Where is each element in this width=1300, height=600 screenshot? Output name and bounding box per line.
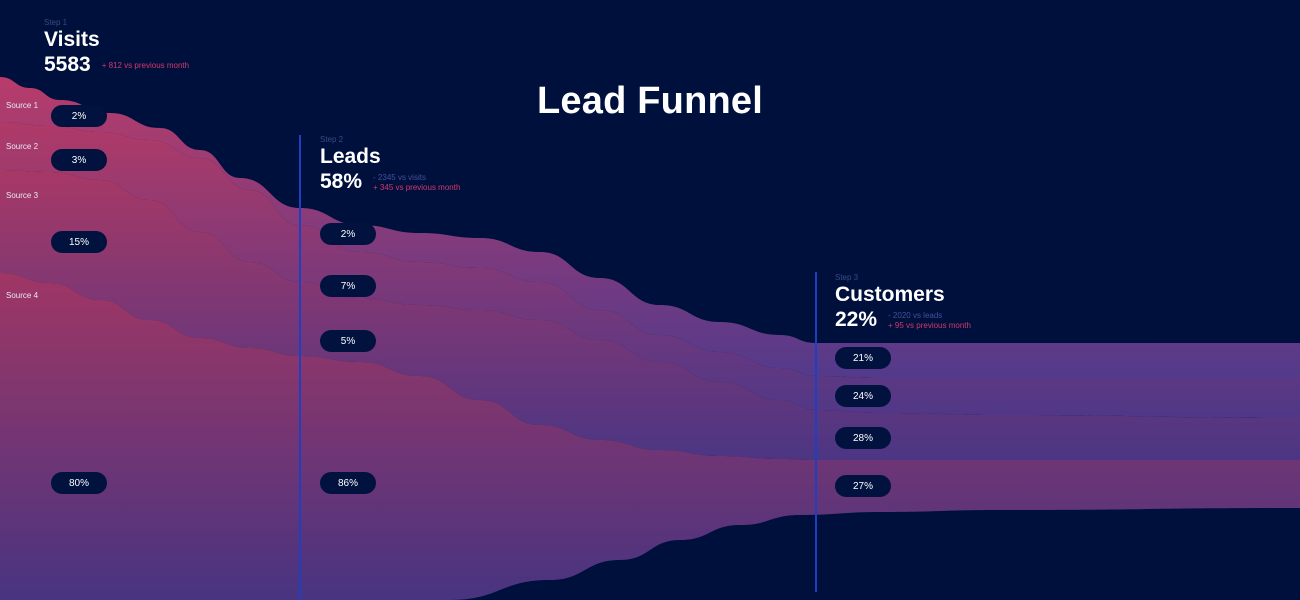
step-label: Step 2 bbox=[320, 135, 344, 144]
funnel-band-source-3 bbox=[0, 170, 1300, 460]
step-name: Customers bbox=[835, 283, 945, 306]
value-pill: 7% bbox=[320, 275, 376, 297]
step-note: + 95 vs previous month bbox=[888, 321, 971, 330]
source-label-3: Source 3 bbox=[6, 191, 39, 200]
source-label-2: Source 2 bbox=[6, 142, 39, 151]
source-label-4: Source 4 bbox=[6, 291, 39, 300]
value-pill: 5% bbox=[320, 330, 376, 352]
step-visits: Step 1 Visits 5583 + 812 vs previous mon… bbox=[44, 18, 189, 78]
value-pill: 15% bbox=[51, 231, 107, 253]
value-pill: 2% bbox=[51, 105, 107, 127]
step-value: 58% bbox=[320, 170, 363, 193]
step-customers: Step 3 Customers 22% - 2020 vs leads + 9… bbox=[835, 273, 971, 333]
funnel-band-source-4 bbox=[0, 273, 1300, 600]
step-note: - 2020 vs leads bbox=[888, 311, 943, 320]
step-label: Step 3 bbox=[835, 273, 859, 282]
value-pill: 86% bbox=[320, 472, 376, 494]
funnel-band-source-1 bbox=[0, 77, 1300, 378]
step-leads: Step 2 Leads 58% - 2345 vs visits + 345 … bbox=[320, 135, 460, 195]
step-label: Step 1 bbox=[44, 18, 68, 27]
funnel-band-source-2 bbox=[0, 122, 1300, 418]
chart-title: Lead Funnel bbox=[537, 80, 763, 122]
value-pill: 80% bbox=[51, 472, 107, 494]
value-pill: 2% bbox=[320, 223, 376, 245]
value-pill: 24% bbox=[835, 385, 891, 407]
value-pill: 21% bbox=[835, 347, 891, 369]
value-pill: 27% bbox=[835, 475, 891, 497]
step-value: 5583 bbox=[44, 53, 91, 76]
value-pill: 3% bbox=[51, 149, 107, 171]
step-note: + 345 vs previous month bbox=[373, 183, 461, 192]
step-value: 22% bbox=[835, 308, 878, 331]
step-note: + 812 vs previous month bbox=[101, 61, 190, 70]
step-name: Visits bbox=[44, 28, 100, 51]
step-name: Leads bbox=[320, 145, 381, 168]
step-note: - 2345 vs visits bbox=[373, 173, 426, 182]
value-pill: 28% bbox=[835, 427, 891, 449]
source-label-1: Source 1 bbox=[6, 101, 39, 110]
